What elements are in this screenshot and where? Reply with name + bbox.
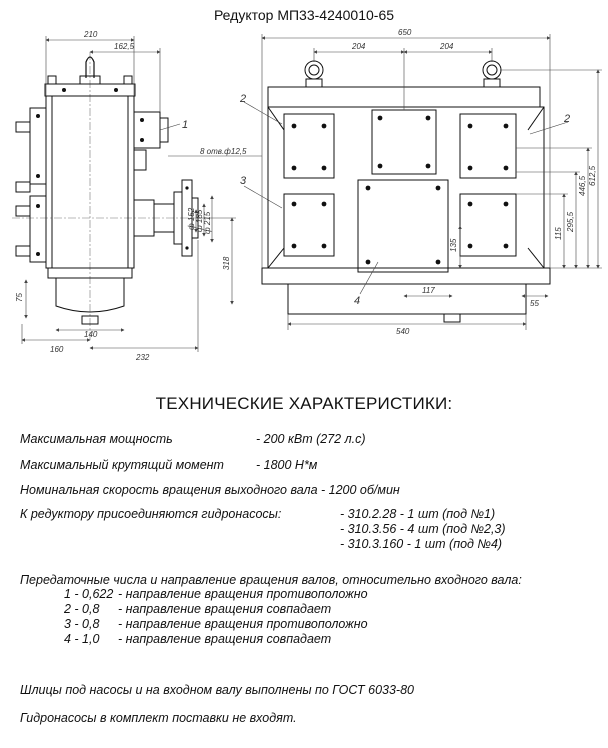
pump-item-2: - 310.3.56 - 4 шт (под №2,3) [340, 522, 506, 536]
dim-dia-215: ф 215 [203, 211, 212, 234]
dim-75: 75 [15, 293, 24, 302]
side-view-dimensions [21, 36, 262, 352]
dim-55: 55 [530, 299, 539, 308]
dim-160: 160 [50, 345, 64, 354]
specs-heading: ТЕХНИЧЕСКИЕ ХАРАКТЕРИСТИКИ: [155, 394, 453, 413]
dim-115: 115 [554, 227, 563, 240]
dim-318: 318 [222, 256, 231, 270]
dim-210: 210 [83, 30, 98, 39]
callout-1: 1 [182, 119, 188, 131]
splines-note: Шлицы под насосы и на входном валу выпол… [20, 683, 414, 697]
nominal-speed: Номинальная скорость вращения выходного … [20, 483, 400, 497]
ratio-2-desc: - направление вращения совпадает [118, 602, 332, 616]
ratio-3-num: 3 - 0,8 [64, 617, 100, 631]
callout-2-left: 2 [239, 93, 246, 105]
side-view [12, 52, 200, 340]
front-view-bolts [291, 115, 509, 265]
dim-204-right: 204 [439, 42, 454, 51]
ratios-heading: Передаточные числа и направление вращени… [20, 573, 522, 587]
max-torque-label: Максимальный крутящий момент [20, 458, 224, 472]
technical-drawing: 210 162,5 8 отв.ф12,5 318 75 160 232 140… [12, 28, 602, 362]
dim-612-5: 612,5 [588, 165, 597, 186]
ratio-4-desc: - направление вращения совпадает [118, 632, 332, 646]
ratio-1-desc: - направление вращения противоположно [118, 587, 368, 601]
callout-2-right: 2 [563, 113, 570, 125]
pumps-label: К редуктору присоединяются гидронасосы: [20, 507, 282, 521]
callout-3: 3 [240, 175, 247, 187]
ratio-3-desc: - направление вращения противоположно [118, 617, 368, 631]
pump-item-1: - 310.2.28 - 1 шт (под №1) [340, 507, 496, 521]
front-view [261, 60, 551, 323]
ratio-4-num: 4 - 1,0 [64, 632, 100, 646]
dim-dia-152: ф 152 [187, 207, 196, 230]
front-view-leaders [243, 101, 569, 295]
front-view-dimensions [261, 34, 602, 330]
dim-446-5: 446,5 [578, 175, 587, 196]
ratio-2-num: 2 - 0,8 [64, 602, 100, 616]
dim-204-left: 204 [351, 42, 366, 51]
max-power-label: Максимальная мощность [20, 432, 173, 446]
dim-295-5: 295,5 [566, 211, 575, 233]
dim-162-5: 162,5 [114, 42, 135, 51]
dim-holes: 8 отв.ф12,5 [200, 147, 247, 156]
dim-135: 135 [449, 238, 458, 252]
dim-117: 117 [422, 286, 435, 295]
pumps-note: Гидронасосы в комплект поставки не входя… [20, 711, 297, 725]
dim-232: 232 [135, 353, 150, 362]
pump-item-3: - 310.3.160 - 1 шт (под №4) [340, 537, 503, 551]
document-title: Редуктор МП33-4240010-65 [213, 7, 395, 23]
dim-dia-185: ф 185 [195, 209, 204, 232]
dim-650: 650 [398, 28, 412, 37]
dim-540: 540 [396, 327, 410, 336]
max-power-value: - 200 кВт (272 л.с) [256, 432, 366, 446]
max-torque-value: - 1800 Н*м [256, 458, 318, 472]
dim-140: 140 [84, 330, 98, 339]
ratio-1-num: 1 - 0,622 [64, 587, 114, 601]
callout-4: 4 [354, 295, 360, 307]
